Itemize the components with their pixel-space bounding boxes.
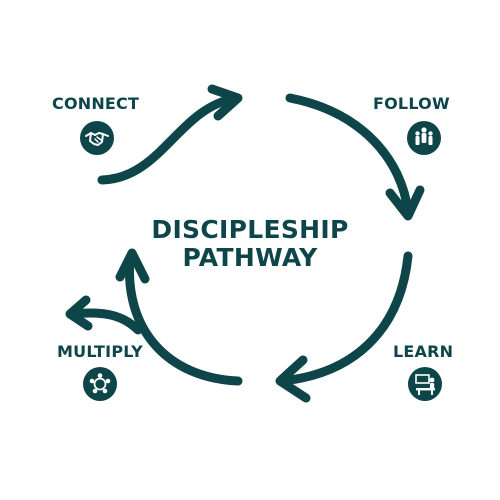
arrowhead-connect: [207, 84, 243, 121]
arrowhead-multiply: [115, 248, 150, 284]
arrow-multiply: [124, 253, 243, 386]
arrow-connect: [97, 93, 241, 185]
people-group-icon: [407, 121, 441, 155]
teacher-desk-icon: [408, 367, 442, 401]
community-circle-icon: [83, 367, 117, 401]
arrow-learn: [277, 251, 413, 386]
arrow-multiply-branch: [67, 308, 143, 335]
arrowhead-learn: [275, 355, 311, 403]
arrowhead-multiply-branch: [65, 295, 93, 331]
title-line-1: DISCIPLESHIP: [151, 215, 349, 244]
handshake-icon: [80, 121, 114, 155]
arrowhead-follow: [385, 185, 425, 221]
title-line-2: PATHWAY: [182, 243, 318, 272]
step-label-connect: CONNECT: [52, 94, 140, 113]
step-label-learn: LEARN: [393, 342, 454, 361]
arrow-follow: [285, 93, 413, 217]
diagram-title: DISCIPLESHIP PATHWAY: [130, 216, 370, 272]
step-label-multiply: MULTIPLY: [57, 342, 143, 361]
step-label-follow: FOLLOW: [373, 94, 450, 113]
